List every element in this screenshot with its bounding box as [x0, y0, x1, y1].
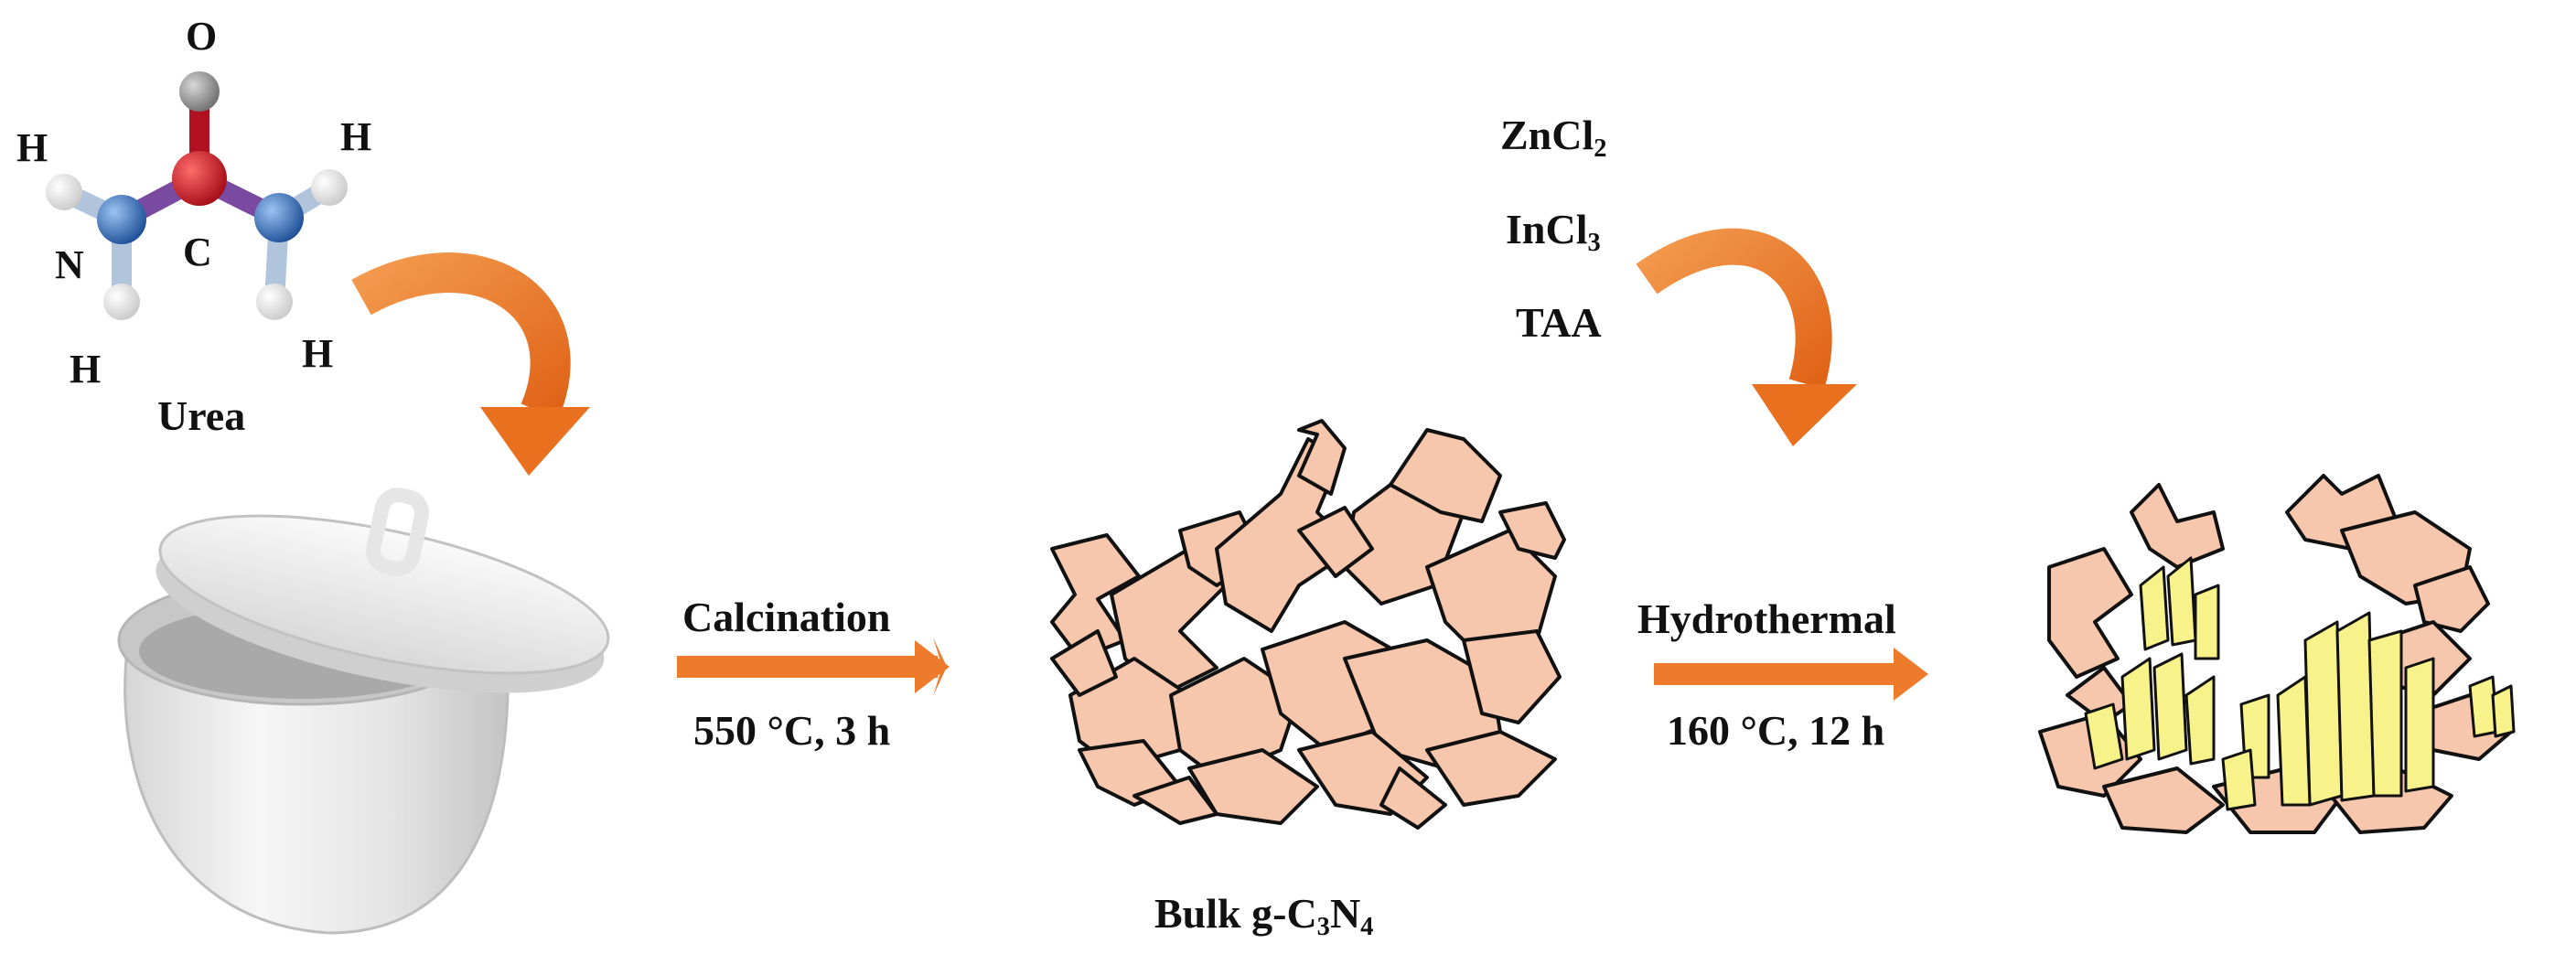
curved-arrow-icon — [351, 252, 590, 476]
nanosheet-icon — [1050, 419, 1566, 830]
curved-arrow-icon — [1636, 228, 1857, 446]
atom-label-oxygen: O — [186, 14, 218, 59]
hydrogen-atom — [46, 174, 82, 210]
hydrogen-atom — [311, 169, 348, 206]
right-arrow-icon — [1654, 648, 1928, 701]
right-arrow-icon — [677, 638, 950, 696]
nitrogen-atom-right — [254, 193, 304, 242]
hydrogen-atom — [103, 284, 140, 320]
calcination-label: Calcination — [682, 594, 891, 640]
atom-label-nitrogen: N — [55, 242, 84, 287]
atom-label-carbon: C — [183, 230, 212, 274]
nitrogen-atom-left — [97, 195, 146, 244]
reagent-taa: TAA — [1516, 299, 1602, 346]
atom-label-hydrogen: H — [302, 331, 334, 376]
atom-label-hydrogen: H — [340, 114, 372, 159]
hydrothermal-label: Hydrothermal — [1637, 595, 1896, 642]
hydrothermal-conditions: 160 °C, 12 h — [1667, 707, 1885, 754]
carbon-atom — [172, 151, 227, 206]
urea-label: Urea — [157, 392, 246, 439]
atom-label-hydrogen: H — [16, 125, 48, 170]
reagent-zncl2: ZnCl2 — [1500, 112, 1607, 163]
atom-label-hydrogen: H — [70, 347, 102, 391]
crystal-icon — [2038, 474, 2516, 834]
bulk-gc3n4-label: Bulk g-C3N4 — [1154, 890, 1374, 941]
calcination-conditions: 550 °C, 3 h — [693, 707, 891, 754]
urea-molecule — [46, 71, 348, 320]
hydrogen-atom — [256, 284, 293, 320]
oxygen-atom — [179, 71, 220, 112]
reagent-incl3: InCl3 — [1506, 206, 1601, 257]
crucible-icon — [117, 488, 610, 935]
